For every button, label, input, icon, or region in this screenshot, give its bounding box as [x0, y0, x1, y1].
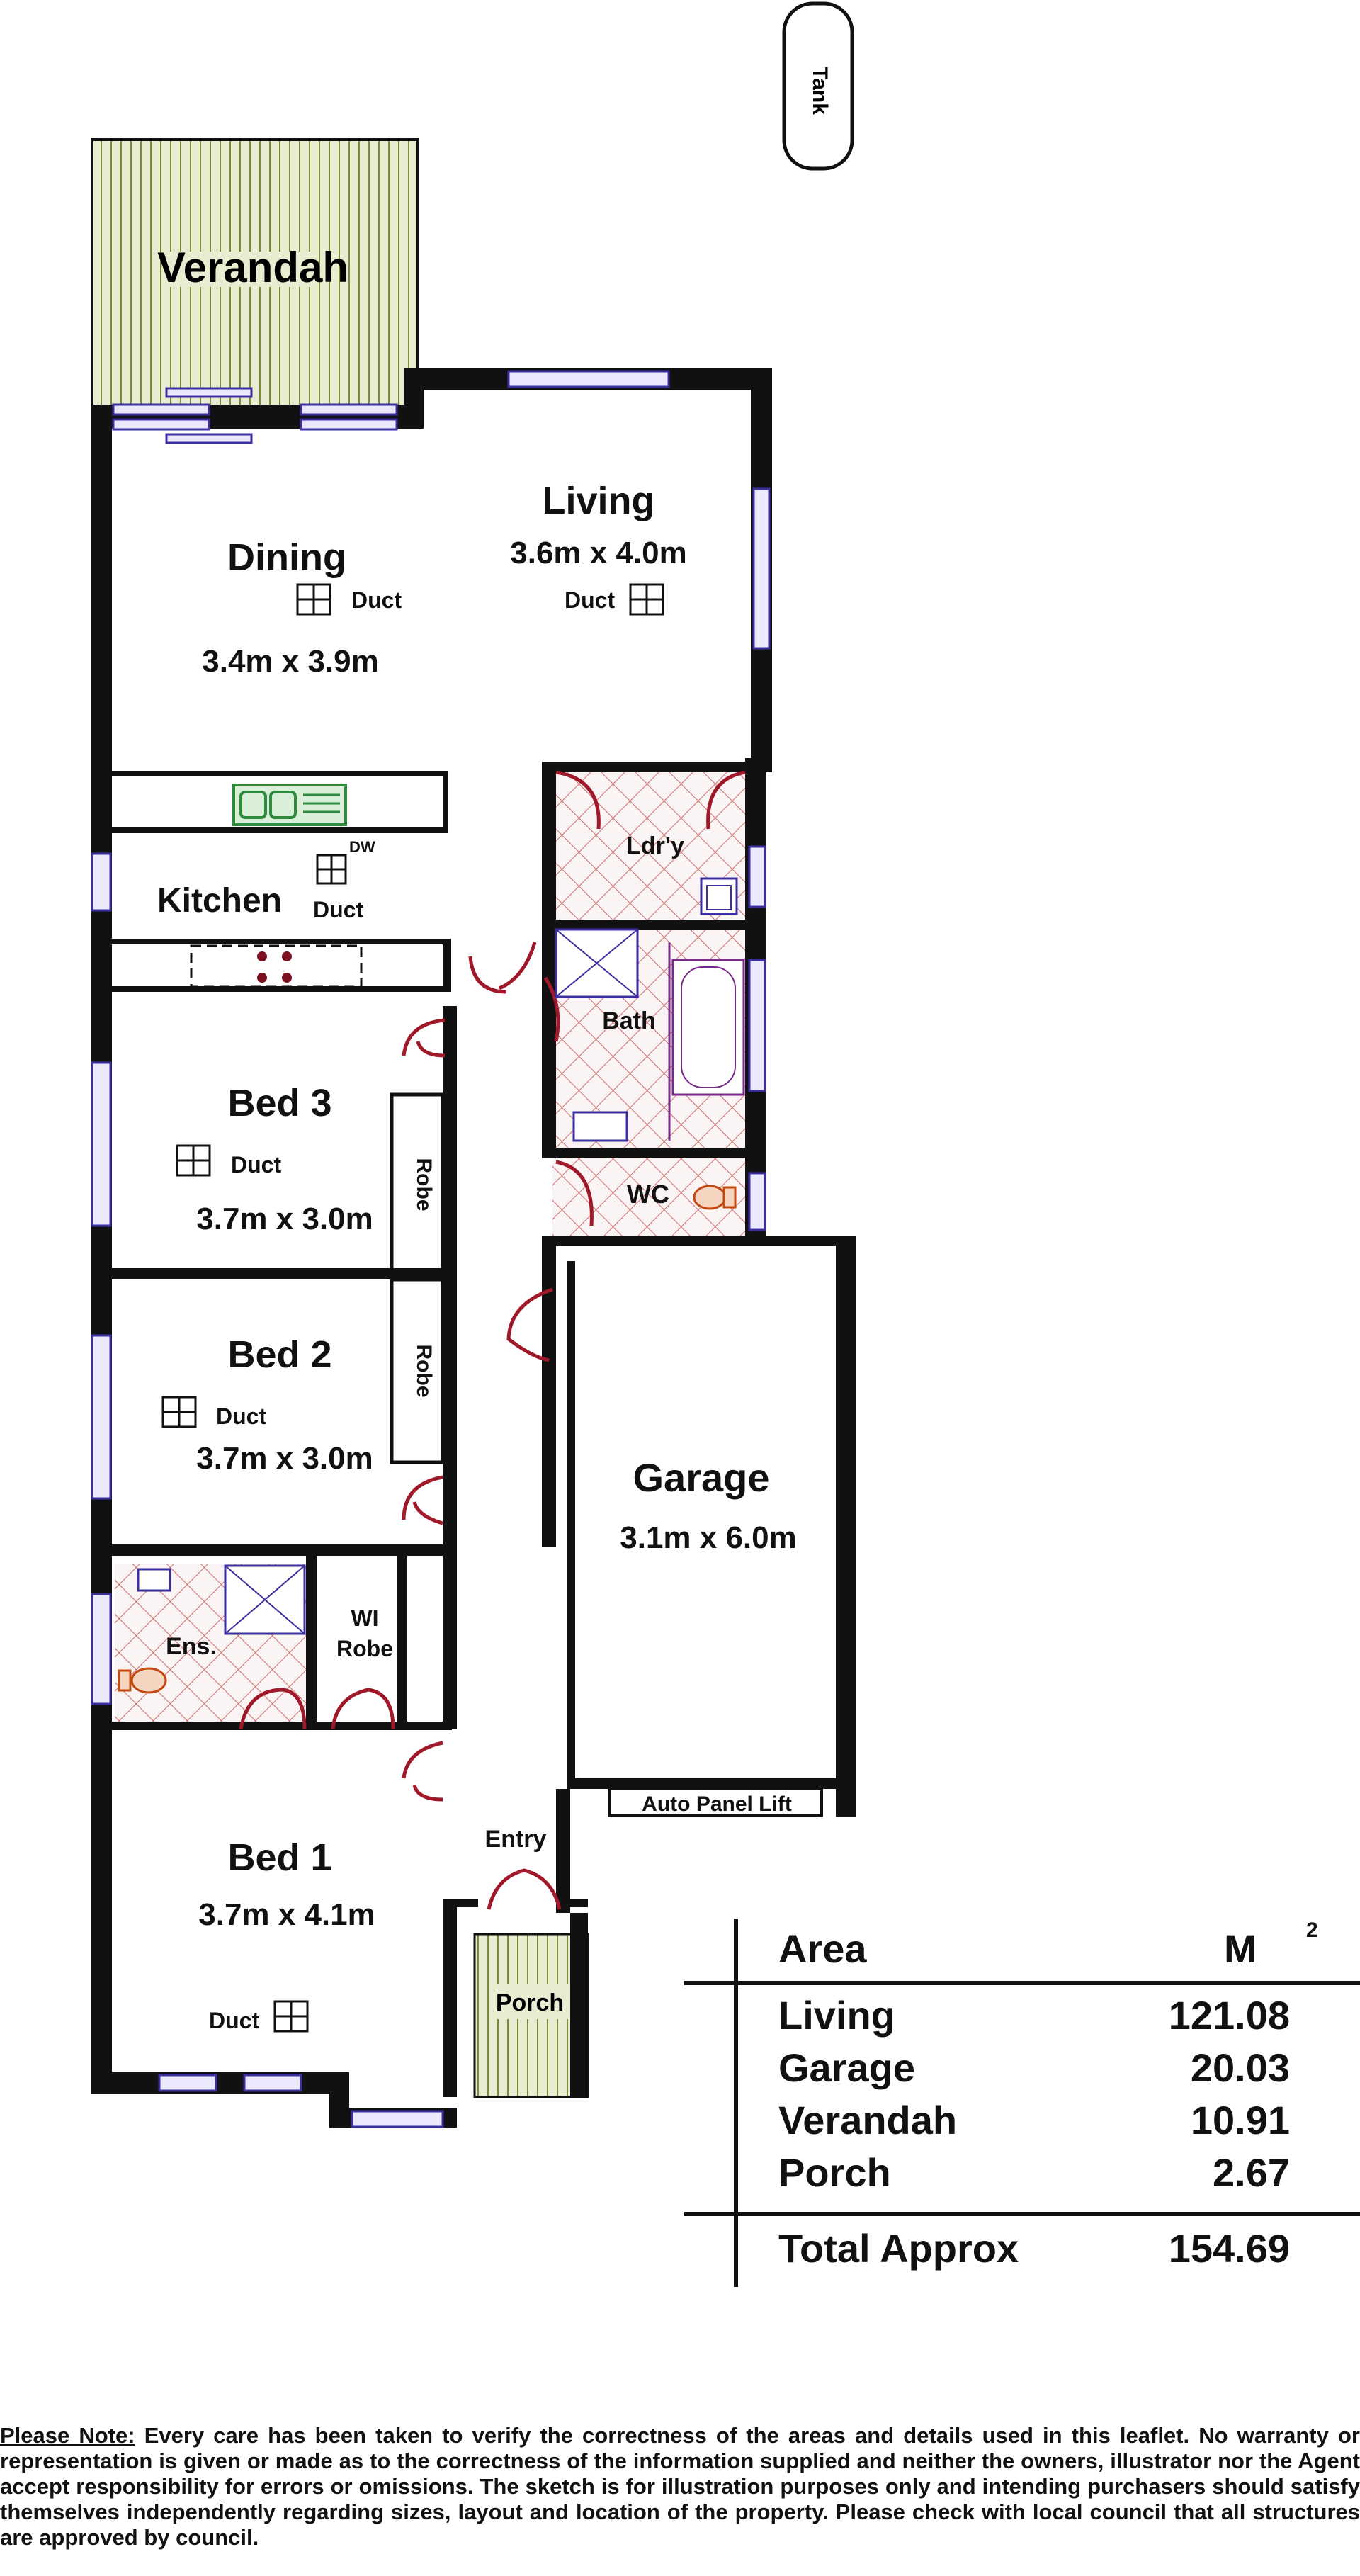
porch: Porch	[473, 1933, 589, 2098]
laundry-label: Ldr'y	[626, 832, 684, 859]
bed2-size: 3.7m x 3.0m	[196, 1441, 373, 1476]
bed3-label: Bed 3	[227, 1082, 332, 1124]
area-row-value: 10.91	[1190, 2098, 1290, 2142]
area-header-unit-sup: 2	[1306, 1919, 1318, 1942]
living-size: 3.6m x 4.0m	[510, 536, 687, 570]
bed3-size: 3.7m x 3.0m	[196, 1202, 373, 1236]
bed2-label: Bed 2	[227, 1333, 332, 1376]
bed1-size: 3.7m x 4.1m	[198, 1897, 375, 1932]
disclaimer-label: Please Note:	[0, 2423, 135, 2448]
area-header-label: Area	[778, 1926, 867, 1971]
area-total-label: Total Approx	[778, 2226, 1019, 2271]
bed1-duct-label: Duct	[209, 2008, 259, 2033]
entry-label: Entry	[485, 1826, 547, 1853]
table-divider-vertical	[734, 1919, 738, 2287]
area-total-value: 154.69	[1168, 2226, 1290, 2271]
dining-label: Dining	[227, 536, 346, 579]
porch-label: Porch	[496, 1989, 564, 2016]
wc-label: WC	[627, 1180, 669, 1209]
living-duct-label: Duct	[565, 587, 615, 613]
bed1-label: Bed 1	[227, 1836, 332, 1879]
doors	[239, 770, 746, 1910]
fixtures	[118, 784, 823, 1817]
garage-door-label: Auto Panel Lift	[642, 1792, 792, 1816]
dining-duct-label: Duct	[351, 587, 402, 613]
dining-size: 3.4m x 3.9m	[202, 644, 379, 679]
table-divider-total	[684, 2212, 1360, 2216]
disclaimer: Please Note: Every care has been taken t…	[0, 2423, 1360, 2550]
tank: Tank	[782, 1, 854, 171]
dishwasher-label: DW	[349, 838, 375, 856]
ensuite-label: Ens.	[166, 1633, 217, 1660]
duct-icon	[629, 583, 664, 616]
kitchen-label: Kitchen	[157, 882, 282, 920]
duct-icon	[176, 1144, 211, 1177]
area-table: Area M 2 Living 121.08 Garage 20.03 Vera…	[684, 1919, 1360, 2287]
area-row-value: 2.67	[1213, 2150, 1290, 2195]
walls	[91, 368, 856, 2128]
bed2-duct-label: Duct	[216, 1403, 266, 1429]
bath-label: Bath	[602, 1007, 656, 1034]
area-row-value: 20.03	[1190, 2045, 1290, 2090]
area-row-value: 121.08	[1168, 1993, 1290, 2038]
windows	[91, 370, 771, 2128]
bed3-duct-label: Duct	[231, 1152, 281, 1177]
area-row-label: Garage	[778, 2045, 915, 2090]
tank-label: Tank	[808, 67, 832, 115]
garage-label: Garage	[633, 1455, 770, 1500]
bed2-robe-label: Robe	[412, 1345, 436, 1398]
verandah: Verandah	[91, 138, 419, 407]
area-row-label: Porch	[778, 2150, 891, 2195]
duct-icon	[296, 583, 332, 616]
duct-icon	[162, 1396, 197, 1428]
wi-robe-label-2: Robe	[336, 1636, 393, 1661]
living-label: Living	[543, 480, 655, 522]
kitchen-duct-label: Duct	[313, 897, 363, 922]
wi-robe-label-1: WI	[351, 1605, 378, 1631]
verandah-label: Verandah	[157, 244, 348, 291]
table-divider-header	[684, 1981, 1360, 1985]
area-header-unit: M	[1224, 1926, 1257, 1971]
duct-icon	[316, 854, 347, 885]
area-row-label: Verandah	[778, 2098, 958, 2142]
bed3-robe-label: Robe	[412, 1158, 436, 1211]
disclaimer-text: Every care has been taken to verify the …	[0, 2423, 1360, 2550]
duct-icon	[273, 2000, 309, 2033]
garage-size: 3.1m x 6.0m	[620, 1520, 797, 1555]
area-row-label: Living	[778, 1993, 895, 2038]
duct-symbols	[162, 583, 664, 2033]
